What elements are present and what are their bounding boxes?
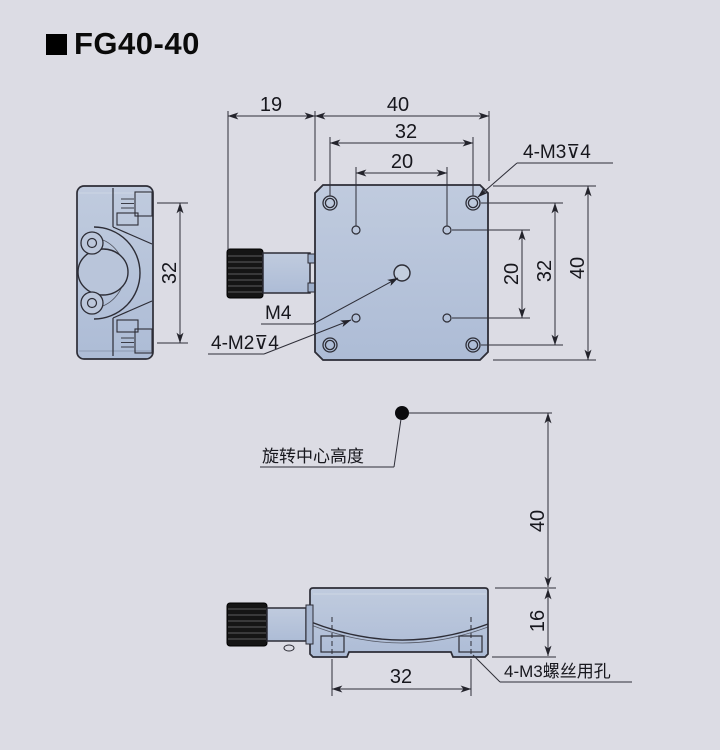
top-view-extension-lines xyxy=(227,111,596,361)
front-view-dimension-lines xyxy=(331,412,552,693)
dim-40-top-label: 40 xyxy=(387,94,409,116)
side-view xyxy=(76,185,154,360)
center-m4-hole xyxy=(393,264,411,282)
dim-16-label: 16 xyxy=(527,610,549,632)
top-view xyxy=(226,184,489,361)
label-4-m2: 4-M2⊽4 xyxy=(211,333,279,354)
dim-20-top-label: 20 xyxy=(391,151,413,173)
front-view-leaders xyxy=(260,418,632,683)
top-view-dimension-lines xyxy=(227,112,592,361)
title-text: FG40-40 xyxy=(74,26,200,61)
dim-32-right-label: 32 xyxy=(534,260,556,282)
title-square-icon xyxy=(46,33,67,55)
front-view-body xyxy=(309,587,489,658)
dim-40-height-label: 40 xyxy=(527,510,549,532)
top-view-shaft xyxy=(262,252,311,294)
dim-32-top-label: 32 xyxy=(395,121,417,143)
dim-40-right-label: 40 xyxy=(567,257,589,279)
front-view-shaft xyxy=(266,607,307,642)
front-view xyxy=(226,406,552,658)
label-4-m3: 4-M3⊽4 xyxy=(523,142,591,163)
side-view-sector-arc xyxy=(93,226,141,320)
label-4-m3-screw-holes: 4-M3螺丝用孔 xyxy=(504,662,611,681)
side-view-roller-top xyxy=(80,231,104,255)
dim-20-right-label: 20 xyxy=(501,263,523,285)
page-title: FG40-40 xyxy=(46,26,200,62)
dim-19-label: 19 xyxy=(260,94,282,116)
side-view-roller-bottom xyxy=(80,291,104,315)
front-view-knob xyxy=(226,602,314,652)
label-rotation-center: 旋转中心高度 xyxy=(262,447,364,466)
top-view-leaders xyxy=(208,162,613,355)
side-dim-32-label: 32 xyxy=(159,262,181,284)
dim-32-bottom-label: 32 xyxy=(390,666,412,688)
side-view-dim-32 xyxy=(157,202,188,344)
front-view-hidden-lines xyxy=(331,617,472,656)
top-view-knob xyxy=(226,248,316,299)
rotation-center-dot xyxy=(395,406,409,420)
label-m4: M4 xyxy=(265,303,292,324)
side-view-center-boss xyxy=(77,248,129,296)
